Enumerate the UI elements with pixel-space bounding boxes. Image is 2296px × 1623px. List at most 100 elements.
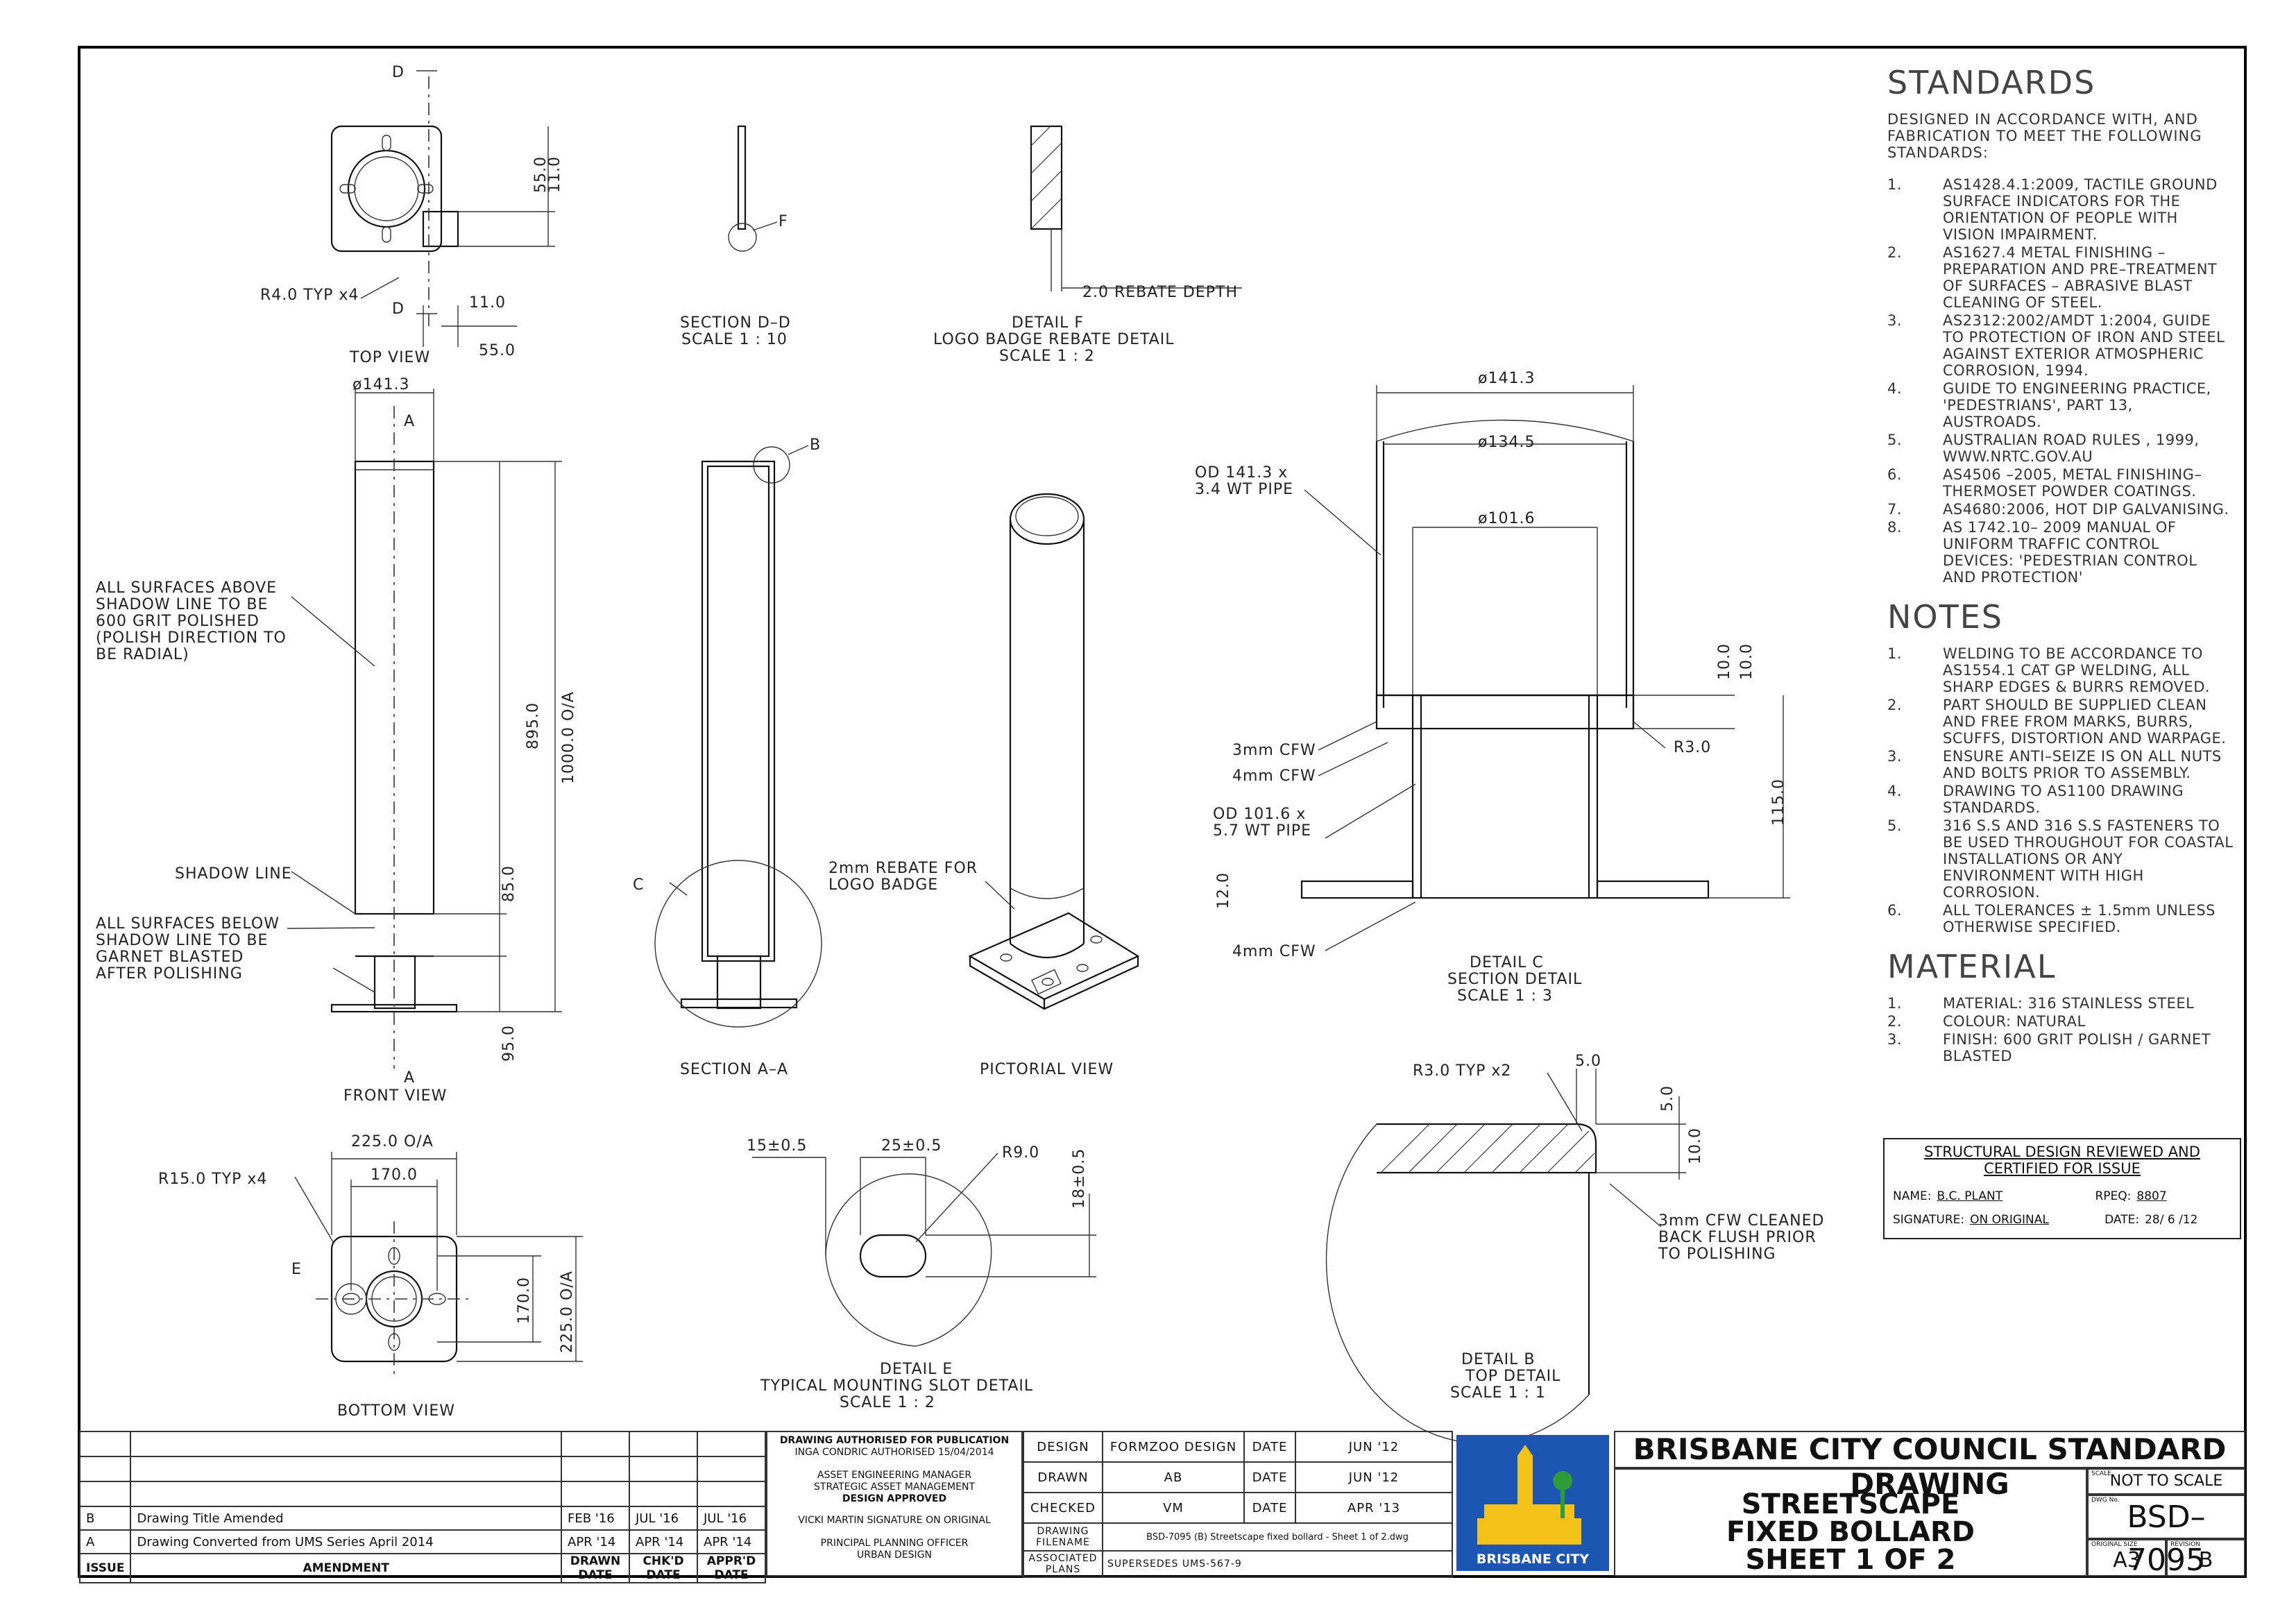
detail-c-scale: SCALE 1 : 3 <box>1457 987 1553 1005</box>
detail-e-dim-15: 15±0.5 <box>747 1137 807 1155</box>
section-aa-drawing <box>654 445 822 1028</box>
section-mark-d-bottom: D <box>392 300 405 318</box>
detail-e-label: DETAIL E <box>880 1361 953 1378</box>
amendment-header-row: ISSUE AMENDMENT DRAWN DATE CHK'D DATE AP… <box>78 1553 766 1583</box>
detail-f-scale: SCALE 1 : 2 <box>999 348 1095 365</box>
notes-list: 1.WELDING TO BE ACCORDANCE TO AS1554.1 C… <box>1887 645 2234 935</box>
list-item: 2.COLOUR: NATURAL <box>1887 1013 2086 1030</box>
standards-list: 1.AS1428.4.1:2009, TACTILE GROUND SURFAC… <box>1887 176 2234 586</box>
rebate-depth-label: 2.0 REBATE DEPTH <box>1082 284 1238 301</box>
section-dd-label: SECTION D–D <box>680 314 791 332</box>
list-item: 5.AUSTRALIAN ROAD RULES , 1999, WWW.NRTC… <box>1887 432 2200 465</box>
front-dim-85: 85.0 <box>500 865 518 902</box>
detail-b-dim-10: 10.0 <box>1687 1128 1704 1164</box>
certification-heading: STRUCTURAL DESIGN REVIEWED AND CERTIFIED… <box>1924 1144 2200 1177</box>
detail-b-label: DETAIL B <box>1461 1351 1535 1368</box>
revision: REVISION B <box>2166 1539 2245 1577</box>
detail-c-dim-1413: ø141.3 <box>1478 370 1535 387</box>
front-view-label: FRONT VIEW <box>343 1087 447 1105</box>
cert-rpeq-label: RPEQ: <box>2095 1189 2132 1203</box>
detail-f-title: LOGO BADGE REBATE DETAIL <box>933 331 1175 348</box>
detail-e-dim-25: 25±0.5 <box>881 1137 942 1155</box>
dim-55-right: 55.0 <box>532 156 550 193</box>
notes-panel: STANDARDS DESIGNED IN ACCORDANCE WITH, A… <box>1887 64 2234 1077</box>
section-mark-a-top: A <box>404 413 415 430</box>
cert-signature-row: SIGNATURE: ON ORIGINAL DATE: 28/ 6 /12 <box>1893 1213 2240 1227</box>
detail-f-label: DETAIL F <box>1012 314 1084 332</box>
list-item: 2.AS1627.4 METAL FINISHING – PREPARATION… <box>1887 244 2218 311</box>
drawing-number: DWG No. BSD–7095 <box>2087 1495 2245 1578</box>
cfw4-label: 4mm CFW <box>1232 767 1316 785</box>
bottom-dim-170-v: 170.0 <box>516 1277 533 1324</box>
title-block: B Drawing Title Amended FEB '16 JUL '16 … <box>78 1431 2245 1583</box>
list-item: 1.MATERIAL: 316 STAINLESS STEEL <box>1887 995 2195 1012</box>
detail-e-dim-18: 18±0.5 <box>1071 1148 1088 1209</box>
dim-55-bottom: 55.0 <box>479 342 516 359</box>
pictorial-view-label: PICTORIAL VIEW <box>980 1061 1114 1078</box>
cfw-cleaned-note: 3mm CFW CLEANED BACK FLUSH PRIOR TO POLI… <box>1658 1213 1823 1263</box>
list-item: 3.ENSURE ANTI–SEIZE IS ON ALL NUTS AND B… <box>1887 748 2222 781</box>
notes-heading: NOTES <box>1887 598 2003 636</box>
top-view <box>330 70 555 347</box>
list-item: 3.AS2312:2002/AMDT 1:2004, GUIDE TO PROT… <box>1887 312 2225 379</box>
front-dim-95: 95.0 <box>500 1025 518 1062</box>
cert-name-row: NAME: B.C. PLANT RPEQ: 8807 <box>1893 1189 2240 1203</box>
bottom-dim-225: 225.0 O/A <box>351 1133 434 1150</box>
cert-rpeq: 8807 <box>2136 1189 2167 1203</box>
detail-e-scale: SCALE 1 : 2 <box>840 1394 935 1411</box>
r4-typ-label: R4.0 TYP x4 <box>260 287 359 304</box>
table-row: B Drawing Title Amended FEB '16 JUL '16 … <box>78 1506 766 1531</box>
section-dd-scale: SCALE 1 : 10 <box>681 331 788 348</box>
list-item: 4.GUIDE TO ENGINEERING PRACTICE, 'PEDEST… <box>1887 380 2211 430</box>
cert-name: B.C. PLANT <box>1937 1189 2003 1203</box>
list-item: 6.ALL TOLERANCES ± 1.5mm UNLESS OTHERWIS… <box>1887 902 2216 935</box>
detail-c-title: SECTION DETAIL <box>1447 971 1582 988</box>
shadow-line-label: SHADOW LINE <box>175 865 292 883</box>
detail-b-dim-5-v: 5.0 <box>1659 1085 1676 1112</box>
list-item: 3.FINISH: 600 GRIT POLISH / GARNET BLAST… <box>1887 1031 2211 1064</box>
detail-c-drawing <box>1300 385 1790 951</box>
list-item: 7.AS4680:2006, HOT DIP GALVANISING. <box>1887 501 2229 518</box>
amendment-table: B Drawing Title Amended FEB '16 JUL '16 … <box>78 1431 766 1583</box>
section-aa-label: SECTION A–A <box>680 1061 788 1078</box>
detail-mark-f: F <box>779 213 788 230</box>
garnet-note: ALL SURFACES BELOW SHADOW LINE TO BE GAR… <box>96 916 279 983</box>
cfw3-label: 3mm CFW <box>1232 742 1316 759</box>
detail-mark-c: C <box>633 876 644 894</box>
front-view-drawing <box>287 389 562 1069</box>
list-item: 2.PART SHOULD BE SUPPLIED CLEAN AND FREE… <box>1887 697 2227 747</box>
dim-11-bottom: 11.0 <box>469 294 506 312</box>
detail-f-drawing <box>1030 125 1242 291</box>
cert-date-label: DATE: <box>2104 1213 2140 1227</box>
council-title: BRISBANE CITY COUNCIL STANDARD DRAWING <box>1614 1431 2245 1501</box>
front-dim-1000: 1000.0 O/A <box>560 691 577 784</box>
top-view-label: TOP VIEW <box>349 349 430 366</box>
cert-date: 28/ 6 /12 <box>2145 1213 2198 1227</box>
cert-signature-label: SIGNATURE: <box>1893 1213 1965 1227</box>
bottom-view-label: BOTTOM VIEW <box>337 1402 455 1420</box>
r3-label: R3.0 <box>1674 739 1711 756</box>
front-dim-895: 895.0 <box>525 702 542 749</box>
detail-c-dim-1016: ø101.6 <box>1478 510 1535 527</box>
detail-e-title: TYPICAL MOUNTING SLOT DETAIL <box>760 1377 1033 1395</box>
list-item: 4.DRAWING TO AS1100 DRAWING STANDARDS. <box>1887 783 2184 816</box>
cert-name-label: NAME: <box>1893 1189 1932 1203</box>
detail-mark-b: B <box>810 436 821 454</box>
scale-box: SCALE NOT TO SCALE <box>2087 1468 2245 1495</box>
drawing-meta-table: DESIGN FORMZOO DESIGN DATE JUN '12 DRAWN… <box>1023 1431 1453 1578</box>
r15-typ-label: R15.0 TYP x4 <box>158 1171 267 1188</box>
section-mark-a-bottom: A <box>404 1069 415 1087</box>
detail-e-drawing <box>752 1153 1096 1347</box>
detail-mark-e: E <box>291 1261 302 1278</box>
list-item: 8.AS 1742.10– 2009 MANUAL OF UNIFORM TRA… <box>1887 519 2197 586</box>
r3-typ-label: R3.0 TYP x2 <box>1413 1062 1511 1080</box>
r9-label: R9.0 <box>1002 1144 1039 1162</box>
list-item: 6.AS4506 –2005, METAL FINISHING– THERMOS… <box>1887 466 2202 500</box>
original-size: ORIGINAL SIZE A3 <box>2087 1539 2166 1577</box>
brisbane-city-logo: BRISBANE CITY <box>1456 1435 1609 1571</box>
city-hall-icon <box>1477 1445 1581 1545</box>
authorisation-block: DRAWING AUTHORISED FOR PUBLICATION INGA … <box>766 1431 1023 1577</box>
detail-c-dim-10a: 10.0 <box>1716 643 1733 680</box>
bottom-view-drawing <box>294 1152 583 1377</box>
